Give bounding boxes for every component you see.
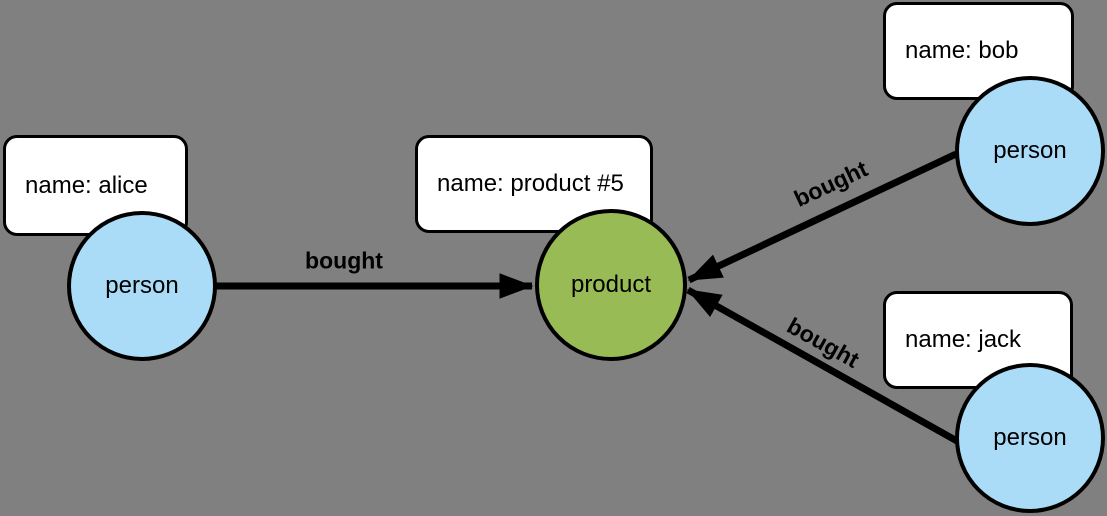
property-text-jack: name: jack [905,326,1022,353]
property-text-bob: name: bob [905,37,1019,64]
property-box-alice: name: alice [3,135,188,236]
property-text-product: name: product #5 [437,170,624,197]
node-product: product [535,209,687,361]
node-label-alice: person [105,272,179,299]
node-label-product: product [570,271,652,298]
node-label-jack: person [993,424,1067,451]
node-person-alice: person [67,211,217,361]
edge-label-bought-bob: bought [789,155,872,212]
node-person-jack: person [955,363,1105,513]
node-person-bob: person [955,76,1105,226]
edge-label-bought-alice: bought [305,247,383,274]
node-label-bob: person [993,137,1067,164]
property-text-alice: name: alice [25,171,148,199]
edge-label-bought-jack: bought [782,312,864,373]
